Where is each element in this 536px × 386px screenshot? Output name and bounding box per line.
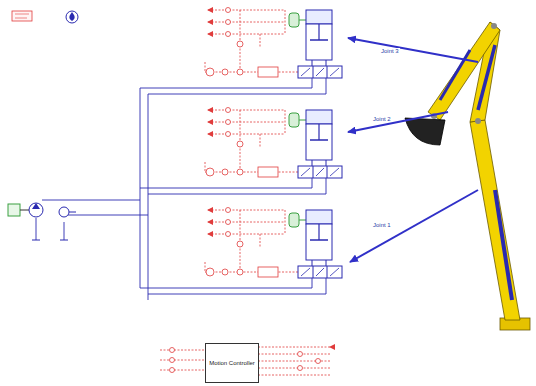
joint-label: Joint 2 (372, 116, 392, 122)
joint-label: Joint 3 (380, 48, 400, 54)
motor-symbol (8, 204, 20, 216)
excavator-illustration (405, 22, 530, 330)
joint-circuit (140, 8, 342, 95)
block-title: Motion Controller (209, 360, 255, 367)
accumulator-symbol (59, 207, 69, 217)
parameter-block (12, 11, 32, 21)
pump-symbol (29, 203, 43, 217)
supply-lines (36, 88, 148, 300)
pointer-arrows (348, 38, 478, 262)
joint-label: Joint 1 (372, 222, 392, 228)
fluid-symbol (66, 11, 78, 23)
controller-block: Motion Controller (205, 343, 259, 383)
joint-circuit (140, 108, 342, 195)
joint-circuit (140, 208, 342, 295)
